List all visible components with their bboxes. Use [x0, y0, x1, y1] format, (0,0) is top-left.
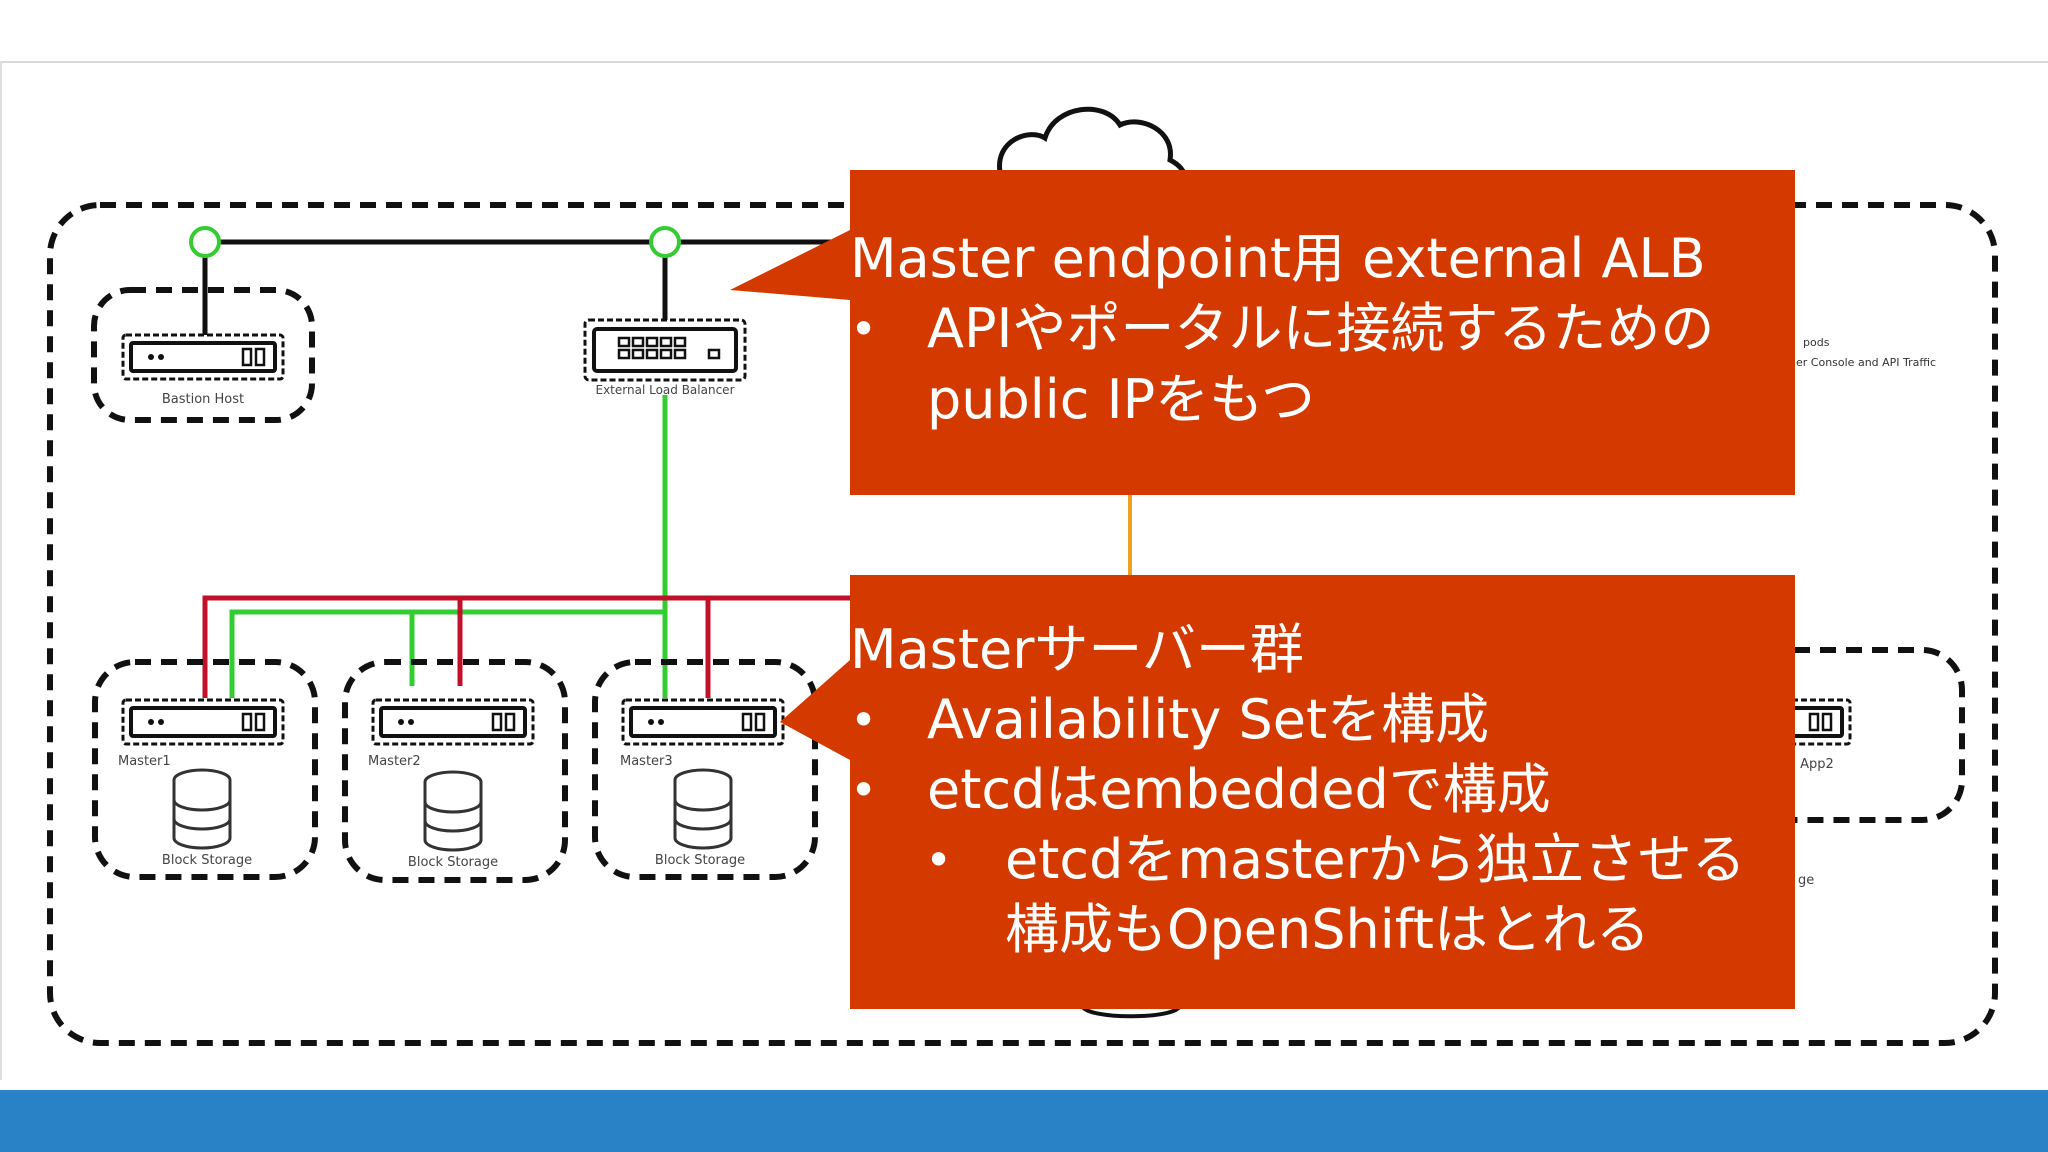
- storage3-label: Block Storage: [655, 853, 745, 868]
- storage2-label: Block Storage: [408, 855, 498, 870]
- elb-label: External Load Balancer: [596, 383, 735, 397]
- elb-icon: [583, 318, 747, 382]
- top-callout: Master endpoint用 external ALB • APIやポータル…: [850, 170, 1795, 495]
- master2-label: Master2: [368, 754, 421, 769]
- master2-server-icon: [371, 698, 535, 746]
- elb-port-icon: [649, 226, 681, 258]
- green-links: [229, 395, 668, 698]
- cloud-icon: [997, 106, 1188, 179]
- bottom-callout-bullet1-icon: •: [850, 693, 878, 747]
- red-links: [202, 595, 855, 698]
- master1-server-icon: [121, 698, 285, 746]
- master3-server-icon: [621, 698, 785, 746]
- master3-label: Master3: [620, 754, 673, 769]
- bottom-callout-subbullet-icon: •: [925, 833, 953, 887]
- bottom-callout-title: Masterサーバー群: [850, 618, 1304, 681]
- bottom-callout-bullet2: etcdはembeddedで構成: [927, 758, 1551, 821]
- storage1-label: Block Storage: [162, 853, 252, 868]
- bottom-callout-subbullet-line2: 構成もOpenShiftはとれる: [1005, 898, 1650, 961]
- bastion-server-icon: [121, 333, 285, 381]
- bottom-callout-bullet1: Availability Setを構成: [927, 688, 1490, 751]
- legend-pods-label: pods: [1803, 336, 1830, 349]
- master2-zone: [342, 659, 568, 883]
- master1-zone: [92, 659, 318, 880]
- app2-label: App2: [1800, 757, 1834, 772]
- top-callout-bullet-icon: •: [850, 302, 878, 356]
- master3-zone: [592, 659, 818, 880]
- top-callout-bullet1-line2: public IPをもつ: [927, 368, 1315, 431]
- bottom-callout-subbullet-line1: etcdをmasterから独立させる: [1005, 828, 1746, 891]
- bottom-callout: Masterサーバー群 • Availability Setを構成 • etcd…: [850, 575, 1795, 1009]
- storage3-disk-icon: [673, 768, 733, 850]
- footer-bar: [0, 1090, 2048, 1152]
- storage2-disk-icon: [423, 770, 483, 852]
- bottom-callout-bullet2-icon: •: [850, 763, 878, 817]
- top-callout-pointer: [730, 230, 850, 300]
- bastion-zone: [91, 287, 315, 423]
- bottom-callout-pointer: [780, 660, 850, 760]
- bastion-label: Bastion Host: [162, 392, 244, 407]
- storage1-disk-icon: [172, 768, 232, 850]
- bastion-port-icon: [189, 226, 221, 258]
- top-callout-title: Master endpoint用 external ALB: [850, 227, 1706, 290]
- top-callout-bullet1-line1: APIやポータルに接続するための: [927, 297, 1715, 360]
- storage-partial-label: ge: [1798, 873, 1814, 888]
- legend-console-label: er Console and API Traffic: [1796, 356, 1936, 369]
- bottom-cloud-stub: [1080, 1004, 1182, 1019]
- master1-label: Master1: [118, 754, 171, 769]
